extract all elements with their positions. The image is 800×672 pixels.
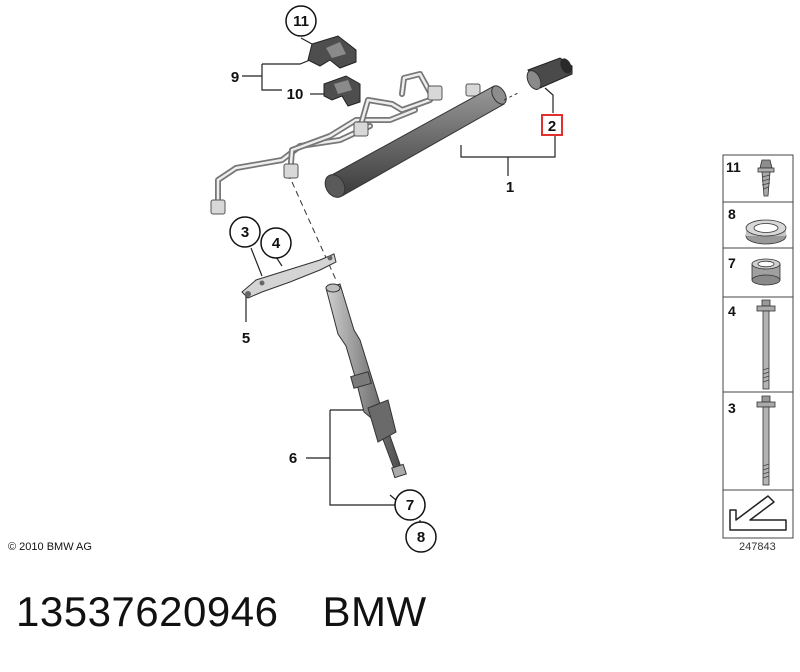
assembly-axis-line <box>291 181 337 281</box>
svg-text:4: 4 <box>272 235 281 252</box>
callout-4: 4 <box>260 227 292 259</box>
legend-label-3: 3 <box>728 400 736 416</box>
sealing-ring-icon <box>745 219 787 245</box>
diagram-reference-number: 247843 <box>739 541 776 553</box>
sleeve-icon <box>751 258 781 286</box>
arrow-icon <box>729 495 787 531</box>
callout-7: 7 <box>394 489 426 521</box>
callout-2-highlighted: 2 <box>541 114 563 136</box>
legend-label-11: 11 <box>726 159 741 175</box>
svg-text:8: 8 <box>417 529 425 546</box>
callout-3: 3 <box>229 216 261 248</box>
part-number: 13537620946 <box>16 588 279 635</box>
svg-text:7: 7 <box>406 497 414 514</box>
pressure-sensor <box>526 57 573 90</box>
stud-bolt-icon <box>756 299 776 390</box>
legend-label-8: 8 <box>728 206 736 222</box>
pipe-fittings <box>210 83 481 215</box>
mounting-bracket-lower <box>323 75 361 107</box>
svg-text:11: 11 <box>293 13 309 30</box>
callout-5: 5 <box>242 330 250 347</box>
fuel-rail <box>324 85 521 198</box>
bolt-icon <box>757 159 775 197</box>
svg-text:3: 3 <box>241 224 249 241</box>
callout-1: 1 <box>506 179 514 196</box>
mounting-bracket-upper <box>307 35 357 69</box>
callout-9: 9 <box>231 69 239 86</box>
svg-text:2: 2 <box>548 118 556 135</box>
stud-bolt-icon <box>756 395 776 486</box>
part-caption: 13537620946 BMW <box>16 588 427 636</box>
callout-11: 11 <box>285 5 317 37</box>
injector <box>325 283 407 479</box>
leader-lines <box>242 37 556 522</box>
legend-label-7: 7 <box>728 255 736 271</box>
callout-8: 8 <box>405 521 437 553</box>
legend-label-4: 4 <box>728 303 736 319</box>
holder-clip <box>241 253 337 299</box>
callout-6: 6 <box>289 450 297 467</box>
copyright-notice: © 2010 BMW AG <box>8 541 92 553</box>
callout-10: 10 <box>287 86 304 103</box>
fuel-lines <box>215 71 435 211</box>
parts-legend: 11 8 7 4 <box>722 154 794 539</box>
brand-name: BMW <box>322 588 427 635</box>
